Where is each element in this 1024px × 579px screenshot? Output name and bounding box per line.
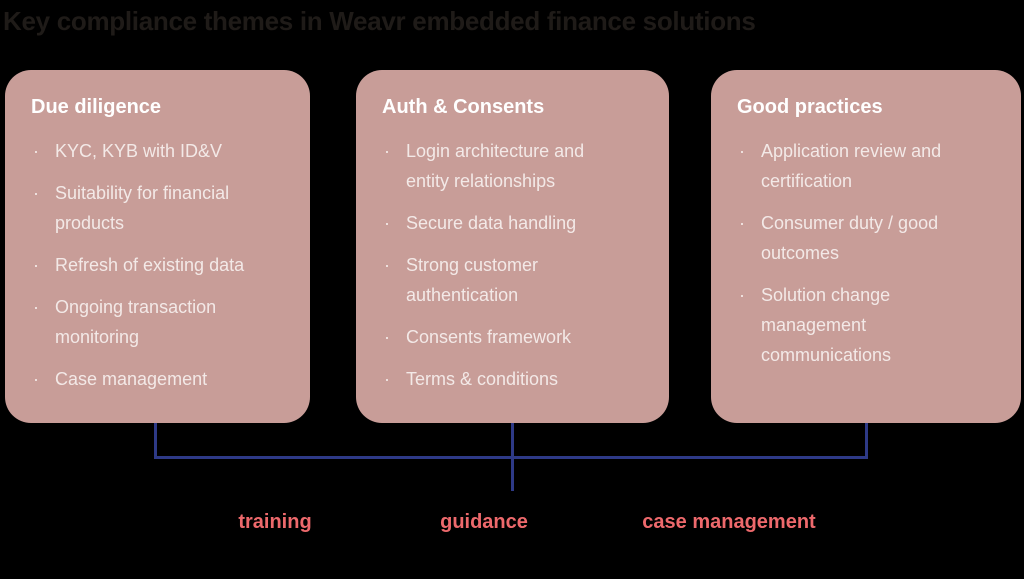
list-item-text: Ongoing transaction monitoring (55, 297, 217, 347)
list-item: · KYC, KYB with ID&V (31, 136, 286, 166)
list-item-text: Terms & conditions (406, 369, 559, 389)
list-item: · Suitability for financial products (31, 178, 286, 238)
bullet-icon: · (33, 369, 39, 389)
footer-label-guidance: guidance (440, 511, 528, 533)
list-item: · Consents framework (382, 322, 645, 352)
card-heading: Auth & Consents (382, 96, 545, 118)
list-item-text: Solution change management communication… (761, 285, 892, 365)
bullet-icon: · (384, 255, 390, 275)
list-item-text: Secure data handling (406, 213, 577, 233)
card-good-practices: Good practices · Application review and … (711, 70, 1021, 423)
list-item-text: Refresh of existing data (55, 255, 245, 275)
list-item-text: KYC, KYB with ID&V (55, 141, 223, 161)
list-item: · Solution change management communicati… (737, 280, 997, 370)
list-item: · Consumer duty / good outcomes (737, 208, 997, 268)
bullet-icon: · (33, 255, 39, 275)
list-item-text: Consents framework (406, 327, 572, 347)
footer-label-case-management: case management (642, 511, 816, 533)
bullet-icon: · (384, 213, 390, 233)
list-item: · Refresh of existing data (31, 250, 286, 280)
list-item: · Secure data handling (382, 208, 645, 238)
connector-vertical-good-practices (865, 423, 868, 459)
list-item: · Login architecture and entity relation… (382, 136, 645, 196)
card-heading: Due diligence (31, 96, 162, 118)
bullet-icon: · (739, 213, 745, 233)
card-due-diligence: Due diligence · KYC, KYB with ID&V · Sui… (5, 70, 310, 423)
list-item-text: Login architecture and entity relationsh… (406, 141, 585, 191)
list-item: · Application review and certification (737, 136, 997, 196)
bullet-icon: · (739, 141, 745, 161)
connector-vertical-due-diligence (154, 423, 157, 459)
list-item: · Case management (31, 364, 286, 394)
page-title: Key compliance themes in Weavr embedded … (3, 6, 756, 36)
bullet-icon: · (33, 183, 39, 203)
card-auth-consents: Auth & Consents · Login architecture and… (356, 70, 669, 423)
list-item-text: Consumer duty / good outcomes (761, 213, 939, 263)
card-heading: Good practices (737, 96, 883, 118)
bullet-icon: · (384, 327, 390, 347)
bullet-icon: · (33, 297, 39, 317)
bullet-icon: · (33, 141, 39, 161)
bullet-icon: · (739, 285, 745, 305)
bullet-icon: · (384, 141, 390, 161)
list-item: · Ongoing transaction monitoring (31, 292, 286, 352)
bullet-icon: · (384, 369, 390, 389)
list-item-text: Application review and certification (761, 141, 942, 191)
footer-label-training: training (238, 511, 312, 533)
list-item-text: Strong customer authentication (406, 255, 539, 305)
list-item-text: Suitability for financial products (55, 183, 230, 233)
list-item-text: Case management (55, 369, 208, 389)
list-item: · Strong customer authentication (382, 250, 645, 310)
list-item: · Terms & conditions (382, 364, 645, 394)
connector-horizontal-rail (154, 456, 868, 459)
